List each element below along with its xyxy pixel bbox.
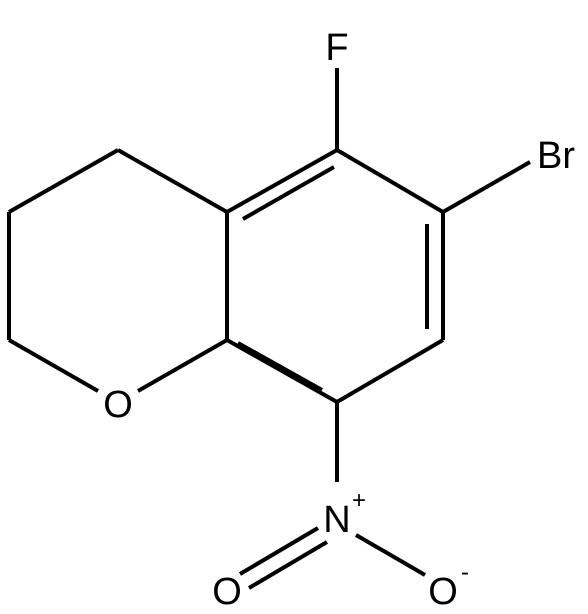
fluorine-label: F <box>325 27 348 69</box>
nitro-oxygen-double-label: O <box>212 571 242 613</box>
nitro-nitrogen-charge: + <box>352 487 366 514</box>
nitro-nitrogen-label: N <box>323 499 350 541</box>
bond-c8-c8a <box>226 338 338 404</box>
ring-oxygen-label: O <box>103 384 133 426</box>
bond-n-o-double-b <box>247 540 329 590</box>
nitro-oxygen-single-label: O <box>428 571 458 613</box>
bond-n-o-single <box>354 533 427 577</box>
bond-n-o-double-a <box>238 526 320 576</box>
bond-c4a-c5 <box>226 148 338 214</box>
bond-c2-o1 <box>8 338 99 393</box>
bond-c6-br <box>442 160 531 214</box>
bond-c5-c6 <box>335 148 445 214</box>
bond-o1-c8a <box>137 338 228 393</box>
bond-c7-c8 <box>335 338 445 404</box>
nitro-oxygen-charge: - <box>461 559 469 586</box>
bond-c8-c8a-double <box>237 341 323 392</box>
bond-c4-c3 <box>8 148 119 214</box>
bond-c4a-c4 <box>117 148 228 214</box>
bromine-label: Br <box>537 135 575 177</box>
bond-c4a-c5-double <box>242 165 335 221</box>
